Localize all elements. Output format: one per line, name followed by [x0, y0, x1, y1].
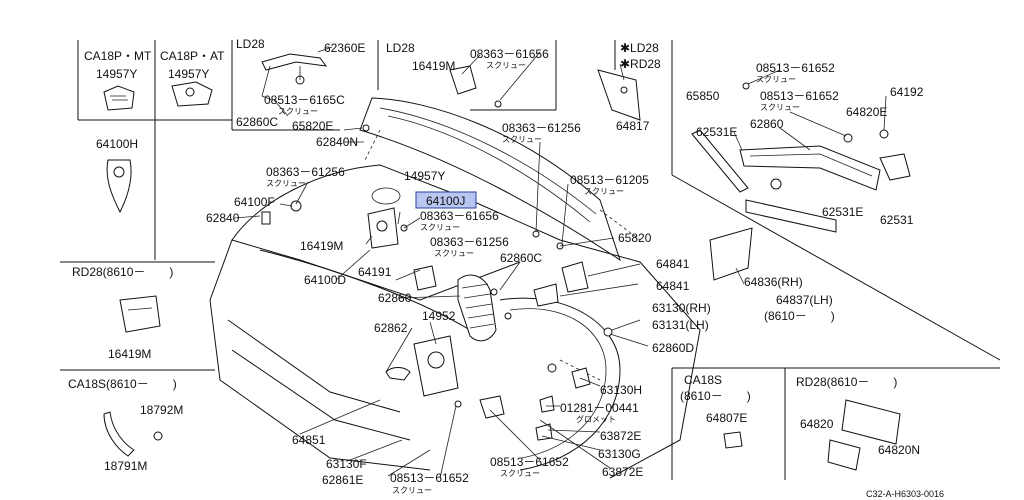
- inset-frames: [60, 40, 1001, 480]
- part-64851: 64851: [292, 433, 326, 447]
- inset-ca18p-mt-label: CA18P・MT: [84, 49, 152, 63]
- inset-ld28-top-label: LD28: [236, 37, 265, 51]
- part-08513-61205: 08513－61205: [570, 173, 649, 187]
- part-62860d: 62860D: [652, 341, 694, 355]
- part-08513-6165c: 08513－6165C: [264, 93, 345, 107]
- part-62360e: 62360E: [324, 41, 365, 55]
- inset-ld28-star-label: ✱LD28: [620, 41, 659, 55]
- cowl-parts: [691, 82, 911, 233]
- part-18791m: 18791M: [104, 459, 147, 473]
- screw-text-5: スクリュー: [266, 179, 306, 188]
- part-08513-61652-c: 08513－61652: [390, 471, 469, 485]
- part-64836-date: (8610－ ): [764, 309, 835, 323]
- screw-text-11: スクリュー: [500, 469, 540, 478]
- hood: [359, 97, 641, 262]
- leader-lines: [233, 46, 887, 479]
- screw-text-1: スクリュー: [278, 107, 318, 116]
- inset-rd28-star-label: ✱RD28: [620, 57, 661, 71]
- part-01281-00441: 01281－00441: [560, 401, 639, 415]
- part-62840n: 62840N: [316, 135, 358, 149]
- part-64100d: 64100D: [304, 273, 346, 287]
- part-14957y-c: 14957Y: [404, 169, 445, 183]
- part-62860c-top: 62860C: [236, 115, 278, 129]
- part-08363-61656-top: 08363－61656: [470, 47, 549, 61]
- part-18792m: 18792M: [140, 403, 183, 417]
- inset-ca18p-at-label: CA18P・AT: [160, 49, 225, 63]
- part-64100j: 64100J: [426, 194, 465, 208]
- screw-text-8: スクリュー: [420, 223, 460, 232]
- part-62840: 62840: [206, 211, 240, 225]
- part-14957y-b: 14957Y: [168, 67, 209, 81]
- labels: CA18P・MT CA18P・AT 14957Y 14957Y LD28 623…: [68, 37, 944, 499]
- part-63872e-a: 63872E: [600, 429, 641, 443]
- part-63130-rh: 63130(RH): [652, 301, 711, 315]
- part-64836-rh: 64836(RH): [744, 275, 803, 289]
- part-08363-61256-a: 08363－61256: [266, 165, 345, 179]
- inset-ld28-mid-label: LD28: [386, 41, 415, 55]
- inset-ca18s-left-label: CA18S(8610－ ): [68, 377, 177, 391]
- part-64820e: 64820E: [846, 105, 887, 119]
- part-08363-61656-b: 08363－61656: [420, 209, 499, 223]
- part-63130g: 63130G: [598, 447, 641, 461]
- part-64100h: 64100H: [96, 137, 138, 151]
- part-16419m-left: 16419M: [108, 347, 151, 361]
- screw-text-10: スクリュー: [392, 486, 432, 495]
- part-64191: 64191: [358, 265, 392, 279]
- part-64837-lh: 64837(LH): [776, 293, 833, 307]
- grommet-text: グロメット: [576, 414, 616, 424]
- part-64807e: 64807E: [706, 411, 747, 425]
- highlight-64100j: [415, 191, 477, 209]
- part-16419m-top: 16419M: [412, 59, 455, 73]
- part-08513-61652-a: 08513－61652: [756, 61, 835, 75]
- part-63130h: 63130H: [600, 383, 642, 397]
- part-62860-right: 62860: [750, 117, 784, 131]
- part-64100f: 64100F: [234, 195, 275, 209]
- part-65820e: 65820E: [292, 119, 333, 133]
- part-65820: 65820: [618, 231, 652, 245]
- part-62860-mid: 62860: [378, 291, 412, 305]
- screw-text-7: スクリュー: [584, 187, 624, 196]
- engine-parts: [261, 124, 613, 441]
- part-63130f: 63130F: [326, 457, 367, 471]
- part-08363-61256-b: 08363－61256: [502, 121, 581, 135]
- part-64820n: 64820N: [878, 443, 920, 457]
- part-62531e-b: 62531E: [822, 205, 863, 219]
- part-62862: 62862: [374, 321, 408, 335]
- part-62860c-mid: 62860C: [500, 251, 542, 265]
- part-64817: 64817: [616, 119, 650, 133]
- part-63131-lh: 63131(LH): [652, 318, 709, 332]
- part-62861e: 62861E: [322, 473, 363, 487]
- inset-rd28-bottom-label: RD28(8610－ ): [796, 375, 897, 389]
- part-16419m-mid: 16419M: [300, 239, 343, 253]
- inset-ca18s-bottom-date: (8610－ ): [680, 389, 751, 403]
- inset-ld28-parts: [261, 53, 641, 121]
- document-code: C32-A-H6303-0016: [866, 489, 944, 499]
- part-62531e-a: 62531E: [696, 125, 737, 139]
- inset-rd28-left-label: RD28(8610－ ): [72, 265, 173, 279]
- screw-text-2: スクリュー: [486, 61, 526, 70]
- lower-inset-parts: [103, 295, 901, 471]
- screw-text-6: スクリュー: [502, 135, 542, 144]
- part-64841-a: 64841: [656, 257, 690, 271]
- part-62531: 62531: [880, 213, 914, 227]
- car-body: [209, 164, 753, 479]
- part-14952: 14952: [422, 309, 456, 323]
- part-63872e-b: 63872E: [602, 465, 643, 479]
- screw-text-3: スクリュー: [756, 75, 796, 84]
- inset-ca18s-bottom-label: CA18S: [684, 373, 722, 387]
- part-64192: 64192: [890, 85, 924, 99]
- part-14957y-a: 14957Y: [96, 67, 137, 81]
- part-08513-61652-d: 08513－61652: [490, 455, 569, 469]
- inset-ca18p-clips: [103, 81, 213, 214]
- screw-text-9: スクリュー: [434, 249, 474, 258]
- part-08513-61652-b: 08513－61652: [760, 89, 839, 103]
- part-65850: 65850: [686, 89, 720, 103]
- part-08363-61256-c: 08363－61256: [430, 235, 509, 249]
- screw-text-4: スクリュー: [760, 103, 800, 112]
- part-64841-b: 64841: [656, 279, 690, 293]
- part-64820: 64820: [800, 417, 834, 431]
